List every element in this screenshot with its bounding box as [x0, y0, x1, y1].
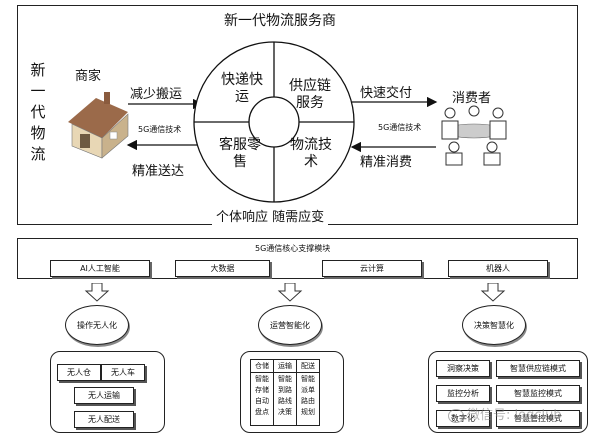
outcome-smart-decision: 决策智慧化: [462, 305, 526, 345]
vertical-char: 流: [30, 145, 46, 163]
left-vertical-label: 新 一 代 物 流: [30, 60, 46, 165]
sector-service-retail: 客服零售: [219, 137, 261, 170]
merchant-label: 商家: [75, 69, 102, 84]
arrow-label-precise-consumption: 精准消费: [360, 155, 413, 170]
vertical-char: 代: [30, 103, 46, 121]
watermark: 微信号: logclub: [448, 404, 562, 423]
down-arrows: [84, 283, 506, 302]
outcome-intelligent-operation: 运营智能化: [258, 305, 322, 345]
arrow-label-precise-delivery: 精准送达: [132, 164, 185, 179]
grid-cell-text: 智能存储自动盘点: [255, 375, 269, 416]
vertical-char: 新: [30, 61, 46, 79]
item-monitor-analysis: 监控分析: [436, 385, 490, 402]
grid-cell-transport: 智能到路路线决策: [273, 372, 297, 426]
sector-supply-chain: 供应链服务: [289, 78, 331, 111]
module-ai: AI人工智能: [50, 260, 150, 277]
vertical-char: 物: [30, 124, 46, 142]
item-smart-supply-chain: 智慧供应链模式: [496, 360, 580, 377]
item-smart-control: 智慧管控模式: [496, 410, 580, 427]
module-cloud: 云计算: [322, 260, 422, 277]
grid-header-distribution: 配送: [296, 359, 320, 373]
operation-grid: 仓储 运输 配送 智能存储自动盘点 智能到路路线决策 智能派单路由规划: [250, 359, 320, 426]
item-insight-decision: 洞察决策: [436, 360, 490, 377]
watermark-text: 微信号: logclub: [467, 408, 562, 423]
grid-cell-distribution: 智能派单路由规划: [296, 372, 320, 426]
item-unmanned-warehouse: 无人仓: [57, 364, 101, 381]
item-unmanned-distribution: 无人配送: [74, 411, 134, 428]
module-robot: 机器人: [448, 260, 548, 277]
outcome-unmanned-operation: 操作无人化: [65, 305, 129, 345]
grid-cell-storage: 智能存储自动盘点: [250, 372, 274, 426]
top-title: 新一代物流服务商: [224, 13, 336, 29]
wechat-icon: [448, 408, 464, 423]
sector-logistics-tech: 物流技术: [290, 137, 332, 170]
module-big-data: 大数据: [175, 260, 270, 277]
consumer-group-icon: [441, 105, 507, 166]
support-header: 5G通信核心支撑模块: [255, 244, 331, 253]
grid-header-storage: 仓储: [250, 359, 274, 373]
bottom-caption: 个体响应 随需应变: [212, 206, 329, 225]
item-unmanned-transport: 无人运输: [74, 387, 134, 404]
tech-label-right: 5G通信技术: [378, 123, 422, 132]
vertical-char: 一: [30, 82, 46, 100]
sector-express: 快递快运: [221, 72, 263, 105]
consumer-label: 消费者: [452, 91, 492, 106]
house-icon: [68, 92, 129, 159]
arrow-label-fast-delivery: 快速交付: [360, 86, 413, 101]
item-smart-monitoring: 智慧监控模式: [496, 385, 580, 402]
grid-cell-text: 智能到路路线决策: [278, 375, 292, 416]
grid-cell-text: 智能派单路由规划: [301, 375, 315, 416]
arrows-layer: [126, 41, 438, 203]
grid-header-transport: 运输: [273, 359, 297, 373]
item-unmanned-vehicle: 无人车: [101, 364, 145, 381]
arrow-label-reduce-handling: 减少搬运: [130, 87, 183, 102]
tech-label-left: 5G通信技术: [138, 125, 182, 134]
